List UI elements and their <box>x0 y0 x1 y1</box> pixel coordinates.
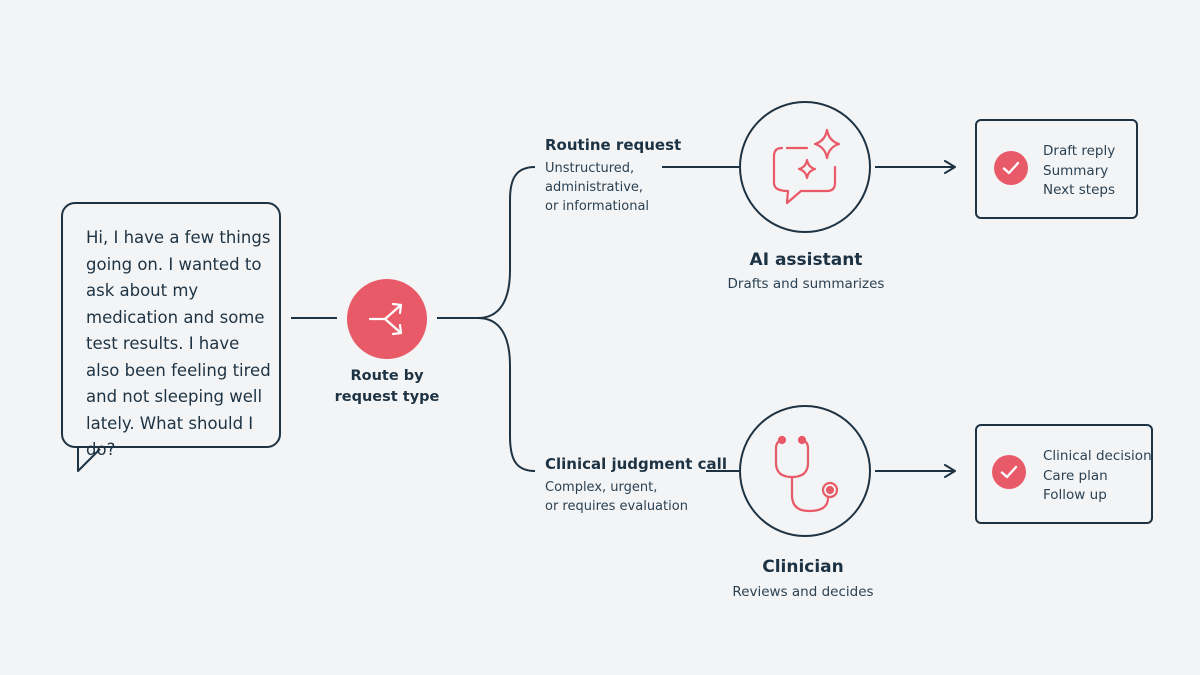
router-label: Route by request type <box>334 368 440 405</box>
branch-description-line: Unstructured, <box>545 161 635 176</box>
output-item: Draft reply <box>1043 143 1116 159</box>
check-icon <box>994 151 1028 185</box>
split-arrow-icon <box>368 302 403 336</box>
clinician-outputs-box <box>975 424 1153 524</box>
output-item: Next steps <box>1043 182 1115 198</box>
stethoscope-icon <box>774 435 839 513</box>
branch-title-routine: Routine request <box>545 136 682 154</box>
connector-branch-routine <box>477 166 536 319</box>
clinician-node <box>739 405 871 537</box>
clinician-role: Reviews and decides <box>732 584 874 600</box>
branch-description-clinical: Complex, urgent, or requires evaluation <box>545 478 688 516</box>
branch-title-clinical: Clinical judgment call <box>545 455 727 473</box>
ai-assistant-title: AI assistant <box>749 250 863 270</box>
branch-description-line: Complex, urgent, <box>545 480 658 495</box>
bubble-tail <box>77 447 101 472</box>
branch-description-routine: Unstructured, administrative, or informa… <box>545 159 649 216</box>
ai-outputs-list: Draft reply Summary Next steps <box>1043 142 1115 201</box>
output-item: Follow up <box>1043 487 1107 503</box>
ai-assistant-node <box>739 101 871 233</box>
branch-description-line: or informational <box>545 199 650 214</box>
ai-assistant-role: Drafts and summarizes <box>727 276 885 292</box>
connector-branch-clinical <box>477 317 536 472</box>
output-item: Clinical decision <box>1043 448 1152 464</box>
router-node <box>347 279 427 359</box>
message-bubble <box>61 202 281 448</box>
check-icon <box>992 455 1026 489</box>
branch-description-line: or requires evaluation <box>545 499 688 514</box>
output-item: Care plan <box>1043 467 1108 484</box>
clinician-outputs-list: Clinical decision Care plan Follow up <box>1043 447 1152 506</box>
message-text: Hi, I have a few things going on. I want… <box>86 228 271 459</box>
chat-sparkle-icon <box>772 128 841 205</box>
clinician-title: Clinician <box>762 557 844 577</box>
output-item: Summary <box>1043 162 1109 179</box>
branch-description-line: administrative, <box>545 180 644 195</box>
